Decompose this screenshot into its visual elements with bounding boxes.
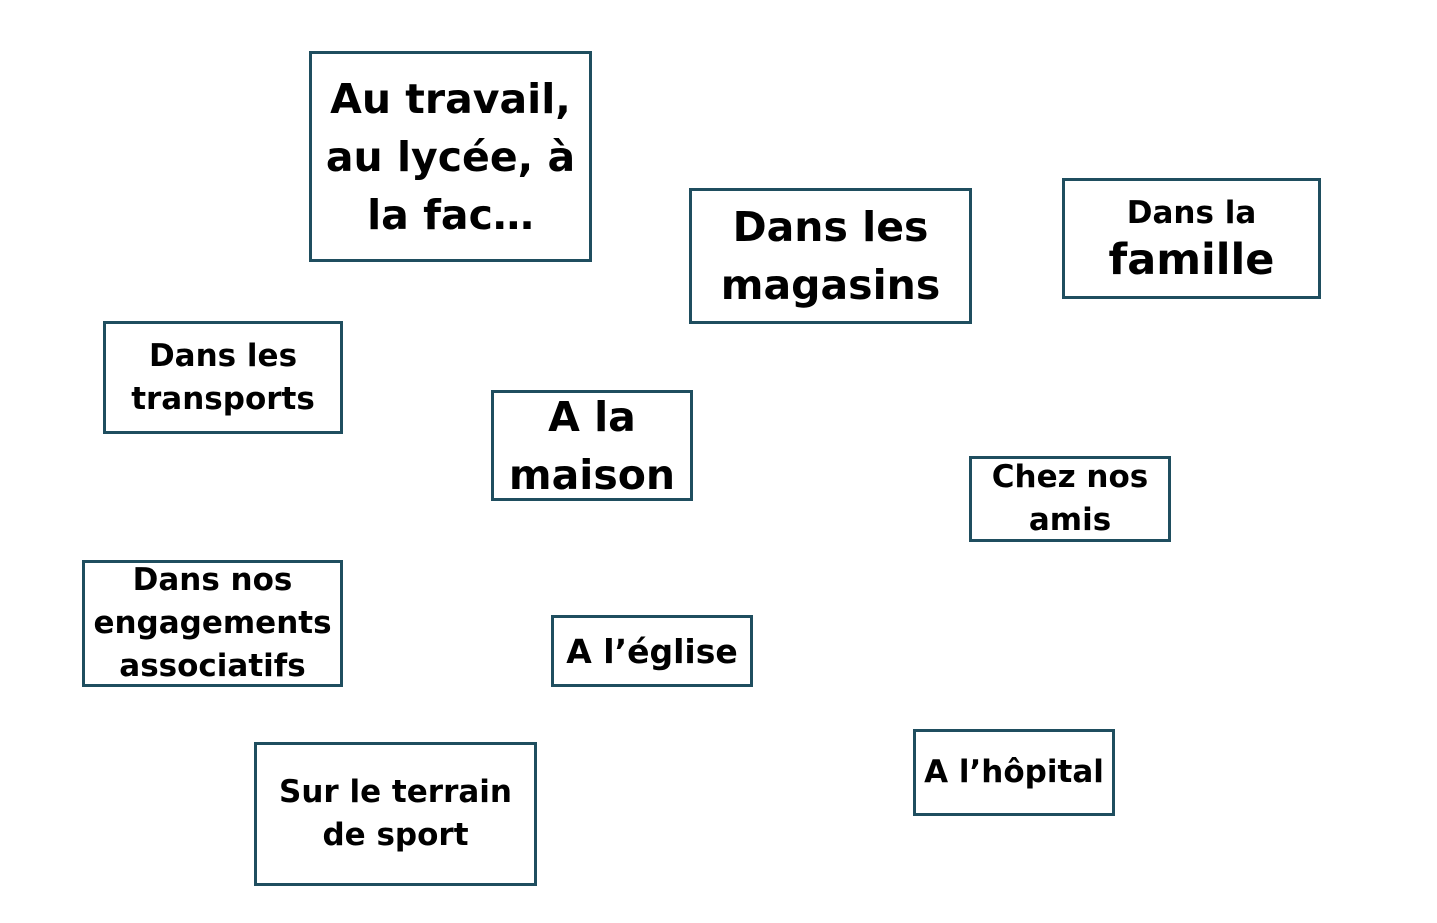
box-famille: Dans la famille — [1062, 178, 1321, 299]
box-hopital: A l’hôpital — [913, 729, 1115, 816]
box-associatifs: Dans nos engagements associatifs — [82, 560, 343, 687]
box-maison-line-1: A la — [548, 392, 636, 441]
box-travail-line-3: la fac… — [367, 190, 534, 239]
box-magasins-line-1: Dans les — [732, 203, 929, 251]
box-sport: Sur le terrain de sport — [254, 742, 537, 886]
box-associatifs-line-3: associatifs — [119, 648, 306, 684]
box-magasins: Dans les magasins — [689, 188, 972, 324]
box-associatifs-line-1: Dans nos — [132, 562, 293, 598]
box-travail: Au travail, au lycée, à la fac… — [309, 51, 592, 262]
box-eglise-line-1: A l’église — [566, 631, 738, 671]
box-amis-line-2: amis — [1028, 502, 1112, 538]
box-famille-line-2: famille — [1108, 234, 1275, 285]
box-hopital-line-1: A l’hôpital — [924, 754, 1104, 790]
box-amis: Chez nos amis — [969, 456, 1171, 542]
box-transports: Dans les transports — [103, 321, 343, 434]
box-travail-line-2: au lycée, à — [325, 132, 576, 181]
box-eglise: A l’église — [551, 615, 753, 687]
box-transports-line-1: Dans les — [148, 337, 298, 374]
box-famille-line-1: Dans la — [1126, 194, 1257, 231]
box-transports-line-2: transports — [131, 380, 315, 417]
box-sport-line-1: Sur le terrain — [279, 774, 512, 810]
box-maison: A la maison — [491, 390, 693, 501]
box-associatifs-line-2: engagements — [93, 605, 332, 641]
box-amis-line-1: Chez nos — [991, 459, 1149, 495]
box-sport-line-2: de sport — [322, 817, 469, 853]
box-maison-line-2: maison — [508, 450, 676, 499]
box-magasins-line-2: magasins — [720, 261, 941, 309]
box-travail-line-1: Au travail, — [330, 74, 571, 123]
